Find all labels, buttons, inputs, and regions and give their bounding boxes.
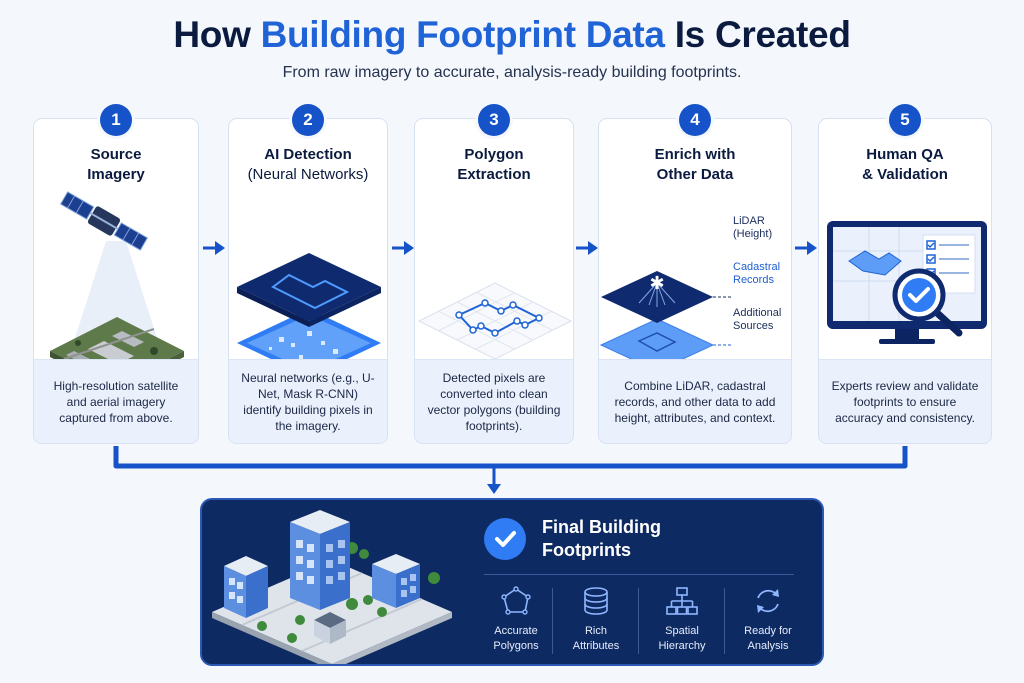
svg-text:✱: ✱ bbox=[649, 273, 664, 294]
title-text-post: Is Created bbox=[674, 14, 851, 55]
divider bbox=[484, 574, 794, 575]
step-title: Human QA& Validation bbox=[862, 146, 948, 183]
arrow-right-icon bbox=[203, 241, 225, 255]
check-circle-icon bbox=[484, 518, 526, 560]
divider bbox=[552, 588, 553, 654]
step-description: Experts review and validate footprints t… bbox=[819, 359, 991, 443]
refresh-icon bbox=[757, 589, 779, 613]
layer-label-lidar: LiDAR(Height) bbox=[733, 215, 773, 240]
page-title: How Building Footprint Data Is Created bbox=[0, 14, 1024, 56]
page-subtitle: From raw imagery to accurate, analysis-r… bbox=[282, 64, 742, 81]
polygon-extraction-illustration bbox=[417, 282, 573, 360]
step-number-2: 2 bbox=[292, 104, 324, 136]
divider bbox=[638, 588, 639, 654]
arrow-right-icon bbox=[576, 241, 598, 255]
step-description: Detected pixels are converted into clean… bbox=[415, 359, 573, 443]
step-card-5: Human QA& Validation Experts review and … bbox=[818, 118, 992, 444]
polygon-icon bbox=[501, 586, 531, 615]
database-icon bbox=[584, 587, 608, 615]
step-number-5: 5 bbox=[889, 104, 921, 136]
step-number-3: 3 bbox=[478, 104, 510, 136]
arrow-right-icon bbox=[795, 241, 817, 255]
data-layers-illustration: ✱ bbox=[599, 271, 731, 361]
step-description: High-resolution satellite and aerial ima… bbox=[34, 359, 198, 443]
city-buildings-illustration bbox=[212, 510, 452, 664]
step-title: AI Detection(Neural Networks) bbox=[247, 146, 369, 183]
step-number-1: 1 bbox=[100, 104, 132, 136]
step-card-2: AI Detection(Neural Networks) Neural net… bbox=[228, 118, 388, 444]
qa-monitor-illustration bbox=[827, 221, 987, 344]
divider bbox=[724, 588, 725, 654]
title-text-pre: How bbox=[173, 14, 251, 55]
hierarchy-icon bbox=[666, 587, 698, 615]
step-number-4: 4 bbox=[679, 104, 711, 136]
neural-network-layers-illustration bbox=[237, 253, 381, 361]
step-description: Combine LiDAR, cadastral records, and ot… bbox=[599, 359, 791, 443]
title-text-highlight: Building Footprint Data bbox=[260, 14, 665, 55]
satellite-icon bbox=[59, 191, 149, 251]
arrow-right-icon bbox=[392, 241, 414, 255]
step-description: Neural networks (e.g., U-Net, Mask R-CNN… bbox=[229, 359, 387, 443]
satellite-imagery-illustration bbox=[50, 191, 184, 361]
magnifier-check-icon bbox=[892, 268, 963, 337]
